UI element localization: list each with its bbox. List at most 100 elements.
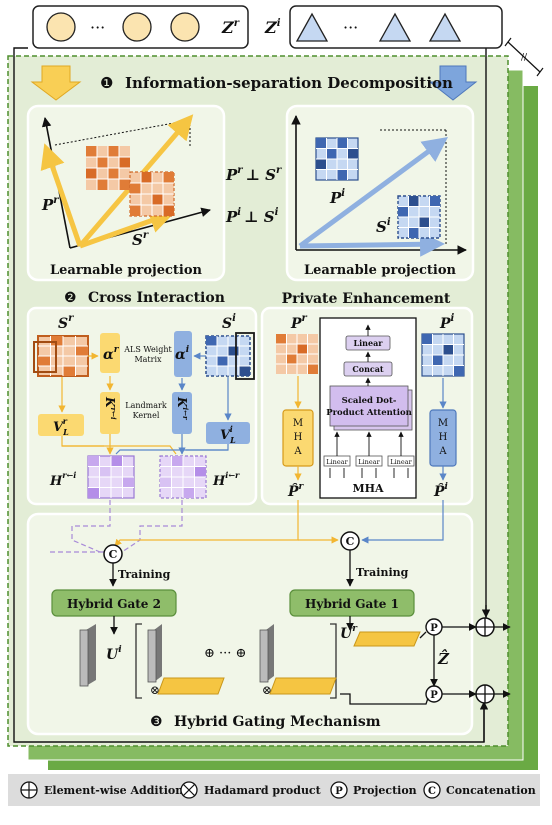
kernel-r-box xyxy=(100,392,120,434)
pi-private-matrix xyxy=(421,333,465,377)
token-circle xyxy=(170,12,200,42)
token-triangle xyxy=(428,12,462,42)
projection-vector-i xyxy=(298,137,449,249)
token-triangle xyxy=(378,12,412,42)
concat-node-left: C xyxy=(103,544,123,564)
pr-matrix xyxy=(86,146,130,190)
landmark-line1: Landmark xyxy=(125,401,167,410)
section1-number: ❶ xyxy=(100,74,113,92)
pr-vector xyxy=(40,143,83,247)
pi-private-label: Pi xyxy=(439,313,455,332)
hadamard-symbol: ⊗ xyxy=(150,683,160,697)
ur-label: Ur xyxy=(340,624,358,642)
hybrid-gate-1: Hybrid Gate 1 xyxy=(289,589,415,617)
input-zr-box: ··· Zr xyxy=(32,5,249,49)
pr-label: Pr xyxy=(41,195,59,214)
ellipsis: ··· xyxy=(343,18,358,37)
sr-matrix xyxy=(129,171,175,217)
cross-interaction-panel: Sr Si αr αi ALS Weight Matrix Kr←i Ki←r … xyxy=(26,306,258,506)
learnable-projection-caption-right: Learnable projection xyxy=(304,263,456,278)
cross-interaction-arrows xyxy=(58,352,232,455)
alpha-r-label: αr xyxy=(103,345,120,363)
si-cross-label: Si xyxy=(222,313,236,332)
sr-vector xyxy=(79,208,175,249)
pi-matrix xyxy=(315,137,359,181)
mha-i-h: H xyxy=(439,432,448,443)
mha-block-label: MHA xyxy=(352,482,384,495)
input-arrow-blue xyxy=(428,65,478,101)
svg-text:P: P xyxy=(335,786,343,797)
layer-count-bracket: // xyxy=(504,37,544,77)
pr-private-label: Pr xyxy=(290,313,308,332)
svg-text:C: C xyxy=(346,535,355,548)
decomposition-left-panel: Pr Sr Learnable projection xyxy=(26,104,226,282)
mha-r-a: A xyxy=(293,446,302,457)
addition-dots: ⊕ ··· ⊕ xyxy=(204,646,246,661)
svg-text:Projection: Projection xyxy=(353,784,417,797)
svg-text:Concatenation: Concatenation xyxy=(446,784,536,797)
section3-heading: Hybrid Gating Mechanism xyxy=(174,714,381,730)
token-circle xyxy=(46,12,76,42)
input-zi-box: Zi ··· xyxy=(264,5,503,49)
legend-item-projection: P Projection xyxy=(330,781,417,799)
kernel-i-box xyxy=(172,392,192,434)
section1-heading: Information-separation Decomposition xyxy=(125,74,453,92)
mha-r-m: M xyxy=(293,418,303,429)
mha-i-a: A xyxy=(438,446,447,457)
svg-text:C: C xyxy=(428,786,436,797)
svg-text:P: P xyxy=(430,623,438,634)
zi-label: Zi xyxy=(264,18,281,37)
kernel-r-label: Kr←i xyxy=(103,396,118,420)
token-triangle xyxy=(295,12,329,42)
zhat-label: Ẑ xyxy=(437,649,450,668)
si-cross-matrix xyxy=(205,332,255,380)
hi-label: Hi←r xyxy=(212,470,240,489)
ui-tile xyxy=(79,624,96,687)
ur-tile xyxy=(353,631,421,647)
vli-box xyxy=(206,422,250,444)
section1-title: ❶ Information-separation Decomposition xyxy=(100,74,453,92)
mha-r-h: H xyxy=(294,432,303,443)
input-arrow-yellow xyxy=(30,65,82,101)
landmark-line2: Kernel xyxy=(133,411,160,420)
token-circle xyxy=(122,12,152,42)
legend-item-concatenation: C Concatenation xyxy=(423,781,536,799)
svg-text:Hybrid Gate 2: Hybrid Gate 2 xyxy=(67,597,161,611)
linear-top-label: Linear xyxy=(354,338,384,348)
outer-frame-lines xyxy=(13,40,491,743)
als-weight-line2: Matrix xyxy=(134,355,162,364)
private-enhancement-panel: Pr Pi M H A M H A P̂r P̂i L xyxy=(260,306,474,506)
attention-line1: Scaled Dot- xyxy=(342,396,397,406)
addition-node-top xyxy=(475,617,495,637)
alpha-i-box xyxy=(174,331,192,377)
hadamard-group: ⊗ ⊕ ··· ⊕ ⊗ xyxy=(135,623,337,699)
projection-node-top: P xyxy=(425,618,443,636)
hybrid-gating-panel xyxy=(26,512,474,736)
als-weight-line1: ALS Weight xyxy=(123,345,172,354)
hr-matrix xyxy=(87,455,135,499)
pr-private-matrix xyxy=(276,334,318,374)
si-vector xyxy=(299,231,445,257)
sr-label: Sr xyxy=(132,230,149,249)
gating-output-lines xyxy=(340,623,511,705)
alpha-i-label: αi xyxy=(175,345,190,363)
sr-cross-label: Sr xyxy=(58,313,74,332)
ellipsis: ··· xyxy=(90,18,105,37)
hybrid-gate-2: Hybrid Gate 2 xyxy=(51,589,177,617)
svg-text:C: C xyxy=(109,548,118,561)
linear-small-group: Linear Linear Linear xyxy=(323,455,415,467)
concat-label: Concat xyxy=(352,364,384,374)
section2-heading: Cross Interaction xyxy=(88,290,225,306)
alpha-r-box xyxy=(100,333,120,373)
si-label: Si xyxy=(376,217,391,236)
svg-text:Hybrid Gate 1: Hybrid Gate 1 xyxy=(305,597,399,611)
training-label-2: Training xyxy=(118,568,171,581)
kernel-i-label: Ki←r xyxy=(175,396,190,421)
svg-text:P: P xyxy=(430,690,438,701)
linear-small-v: Linear xyxy=(390,458,412,466)
legend-item-addition: Element-wise Addition xyxy=(20,781,183,799)
vlr-box xyxy=(38,414,84,436)
vli-label: VLi xyxy=(220,424,236,445)
addition-node-bottom xyxy=(475,684,495,704)
orth-constraint-i: Pi⊥ Si xyxy=(225,207,279,226)
